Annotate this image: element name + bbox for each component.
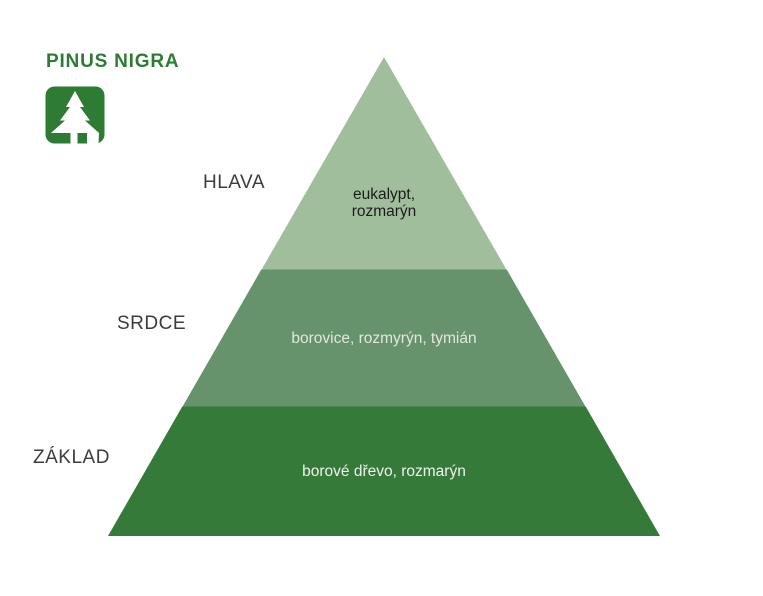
pyramid-top-section [261,57,507,270]
level-notes-base: borové dřevo, rozmarýn [302,463,466,480]
pine-tree-icon [45,86,105,144]
pyramid-middle-section [182,269,586,407]
brand-title: PINUS NIGRA [46,51,180,72]
level-label-head: HLAVA [203,172,265,193]
level-label-base: ZÁKLAD [33,447,110,468]
level-notes-heart: borovice, rozmyrýn, tymián [291,330,477,347]
level-label-heart: SRDCE [117,313,187,334]
pine-tree-glyph [51,91,99,144]
level-notes-head-line1: eukalypt, [352,186,416,203]
pyramid-base-section [108,406,660,536]
level-notes-head-line2: rozmarýn [351,203,417,220]
level-notes-head: eukalypt, rozmarýn [184,186,584,220]
